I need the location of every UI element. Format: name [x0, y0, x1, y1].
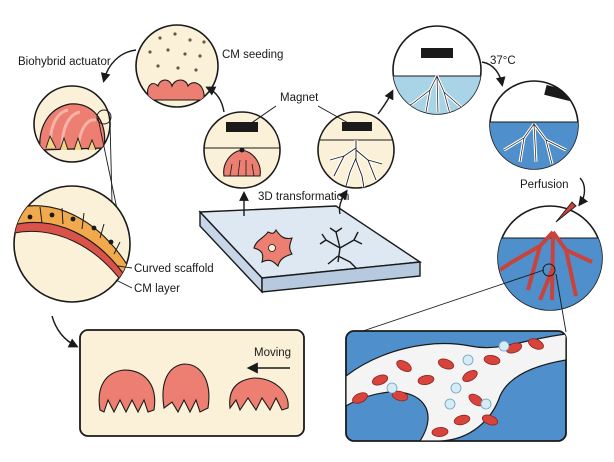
arrow-seeding-to-actuator	[100, 49, 137, 83]
label-temperature: 37°C	[490, 55, 516, 67]
arrow-to-seeding	[205, 86, 225, 113]
arrow-to-gel	[377, 89, 394, 115]
zoom-connector	[359, 269, 545, 333]
label-curved-scaffold: Curved scaffold	[134, 263, 214, 275]
actuator-circle	[33, 85, 112, 163]
label-3d-transformation: 3D transformation	[258, 191, 350, 203]
substrate-block	[198, 205, 423, 294]
temperature-circle	[489, 80, 579, 170]
label-biohybrid-actuator: Biohybrid actuator	[18, 56, 111, 68]
arrow-to-37c	[481, 61, 506, 87]
zoom-connector	[555, 273, 567, 333]
label-magnet: Magnet	[280, 92, 319, 104]
cm-seeding-circle	[135, 24, 219, 108]
moving-panel	[79, 329, 305, 437]
vessel-panel	[345, 330, 567, 442]
perfusion-circle	[497, 201, 603, 311]
flower-pattern	[253, 228, 293, 268]
label-moving: Moving	[254, 347, 292, 359]
label-perfusion: Perfusion	[520, 179, 569, 191]
cells-light	[386, 340, 510, 410]
zoom-circle	[13, 185, 133, 303]
arrow-to-moving	[51, 315, 79, 348]
magnet-circle-flower	[203, 111, 281, 189]
flow-arrows	[51, 49, 589, 348]
arrow-tree-up	[338, 189, 348, 215]
arrow-to-perfusion	[578, 177, 589, 207]
tree-pattern	[319, 227, 363, 269]
magnet-circle-tree	[317, 111, 395, 189]
magnet-circle-gel	[392, 25, 482, 115]
magnet-pointer	[317, 105, 351, 125]
label-cm-layer: CM layer	[134, 283, 181, 295]
label-cm-seeding: CM seeding	[222, 49, 284, 61]
magnet-pointer	[249, 105, 277, 125]
red-blood-cells	[352, 338, 544, 437]
